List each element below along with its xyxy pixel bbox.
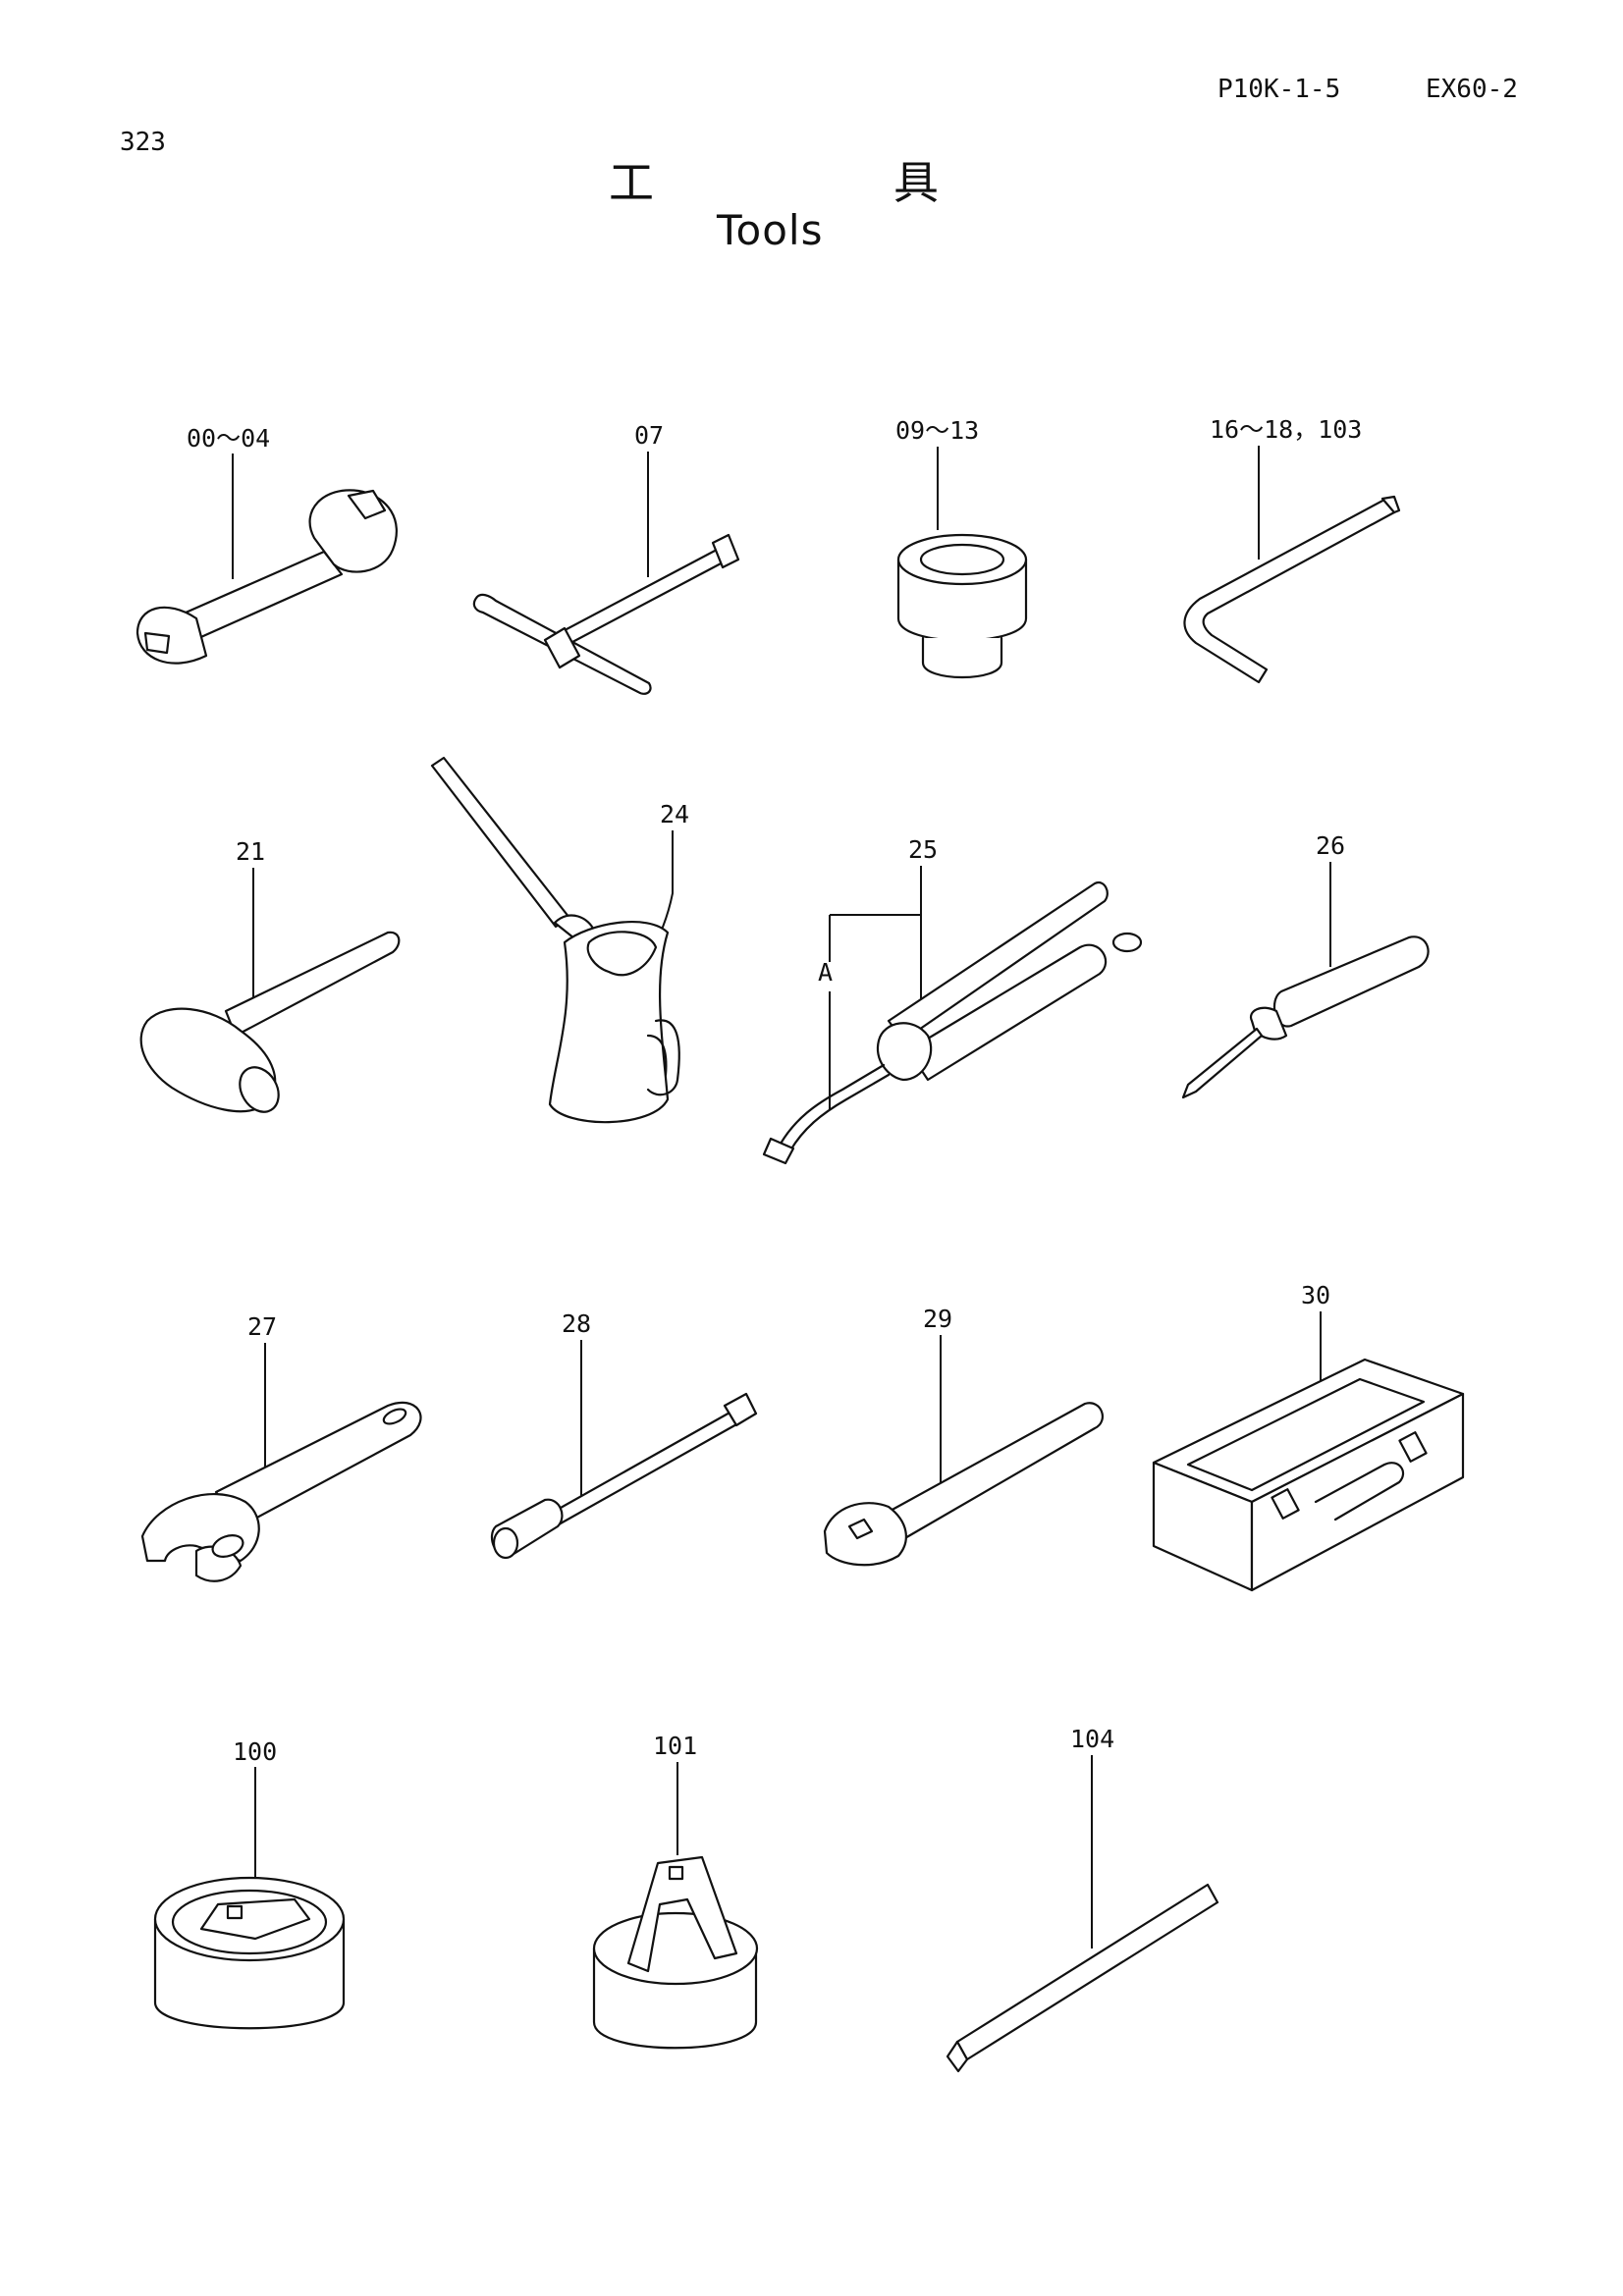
callout-hex-key: 16～18，103 [1210, 415, 1362, 444]
page-title: Tools [717, 206, 824, 254]
callout-filter-wrench-101: 101 [653, 1732, 697, 1760]
hammer-icon: 21 [139, 837, 401, 1113]
callout-hammer: 21 [236, 837, 265, 866]
callout-spanner: 00～04 [187, 424, 270, 453]
extension-bar-icon: 28 [490, 1309, 758, 1560]
callout-oil-can: 24 [660, 800, 689, 828]
page-title-japanese: 工 具 [609, 147, 952, 209]
callout-tool-box: 30 [1301, 1281, 1330, 1309]
t-wrench-icon: 07 [472, 421, 740, 695]
grease-gun-icon: 25 A [762, 835, 1143, 1165]
tool-box-icon: 30 [1152, 1281, 1465, 1592]
screwdriver-icon: 26 [1181, 831, 1430, 1099]
title-char-2: 具 [893, 156, 939, 209]
model-code: EX60-2 [1426, 75, 1518, 104]
callout-adjustable-wrench: 27 [247, 1312, 277, 1341]
callout-ratchet-handle: 29 [923, 1305, 952, 1333]
spanner-icon: 00～04 [135, 424, 398, 665]
callout-bar-104: 104 [1070, 1725, 1114, 1753]
filter-wrench-100-icon: 100 [153, 1737, 346, 2030]
callout-t-wrench: 07 [634, 421, 664, 450]
callout-extension-bar: 28 [562, 1309, 591, 1338]
page-number: 323 [120, 128, 166, 157]
socket-icon: 09～13 [895, 416, 1028, 678]
callout-socket: 09～13 [895, 416, 979, 445]
callout-filter-wrench-100: 100 [233, 1737, 277, 1766]
filter-wrench-101-icon: 101 [592, 1732, 759, 2050]
callout-grease-gun: 25 [908, 835, 938, 864]
document-code: P10K-1-5 [1217, 75, 1341, 104]
oil-can-icon: 24 [430, 756, 689, 1124]
adjustable-wrench-icon: 27 [140, 1312, 422, 1582]
ratchet-handle-icon: 29 [823, 1305, 1104, 1567]
callout-screwdriver: 26 [1316, 831, 1345, 860]
bar-104-icon: 104 [946, 1725, 1219, 2073]
callout-grease-gun-sub: A [818, 958, 833, 987]
hex-key-icon: 16～18，103 [1183, 415, 1401, 684]
title-char-1: 工 [609, 156, 654, 209]
